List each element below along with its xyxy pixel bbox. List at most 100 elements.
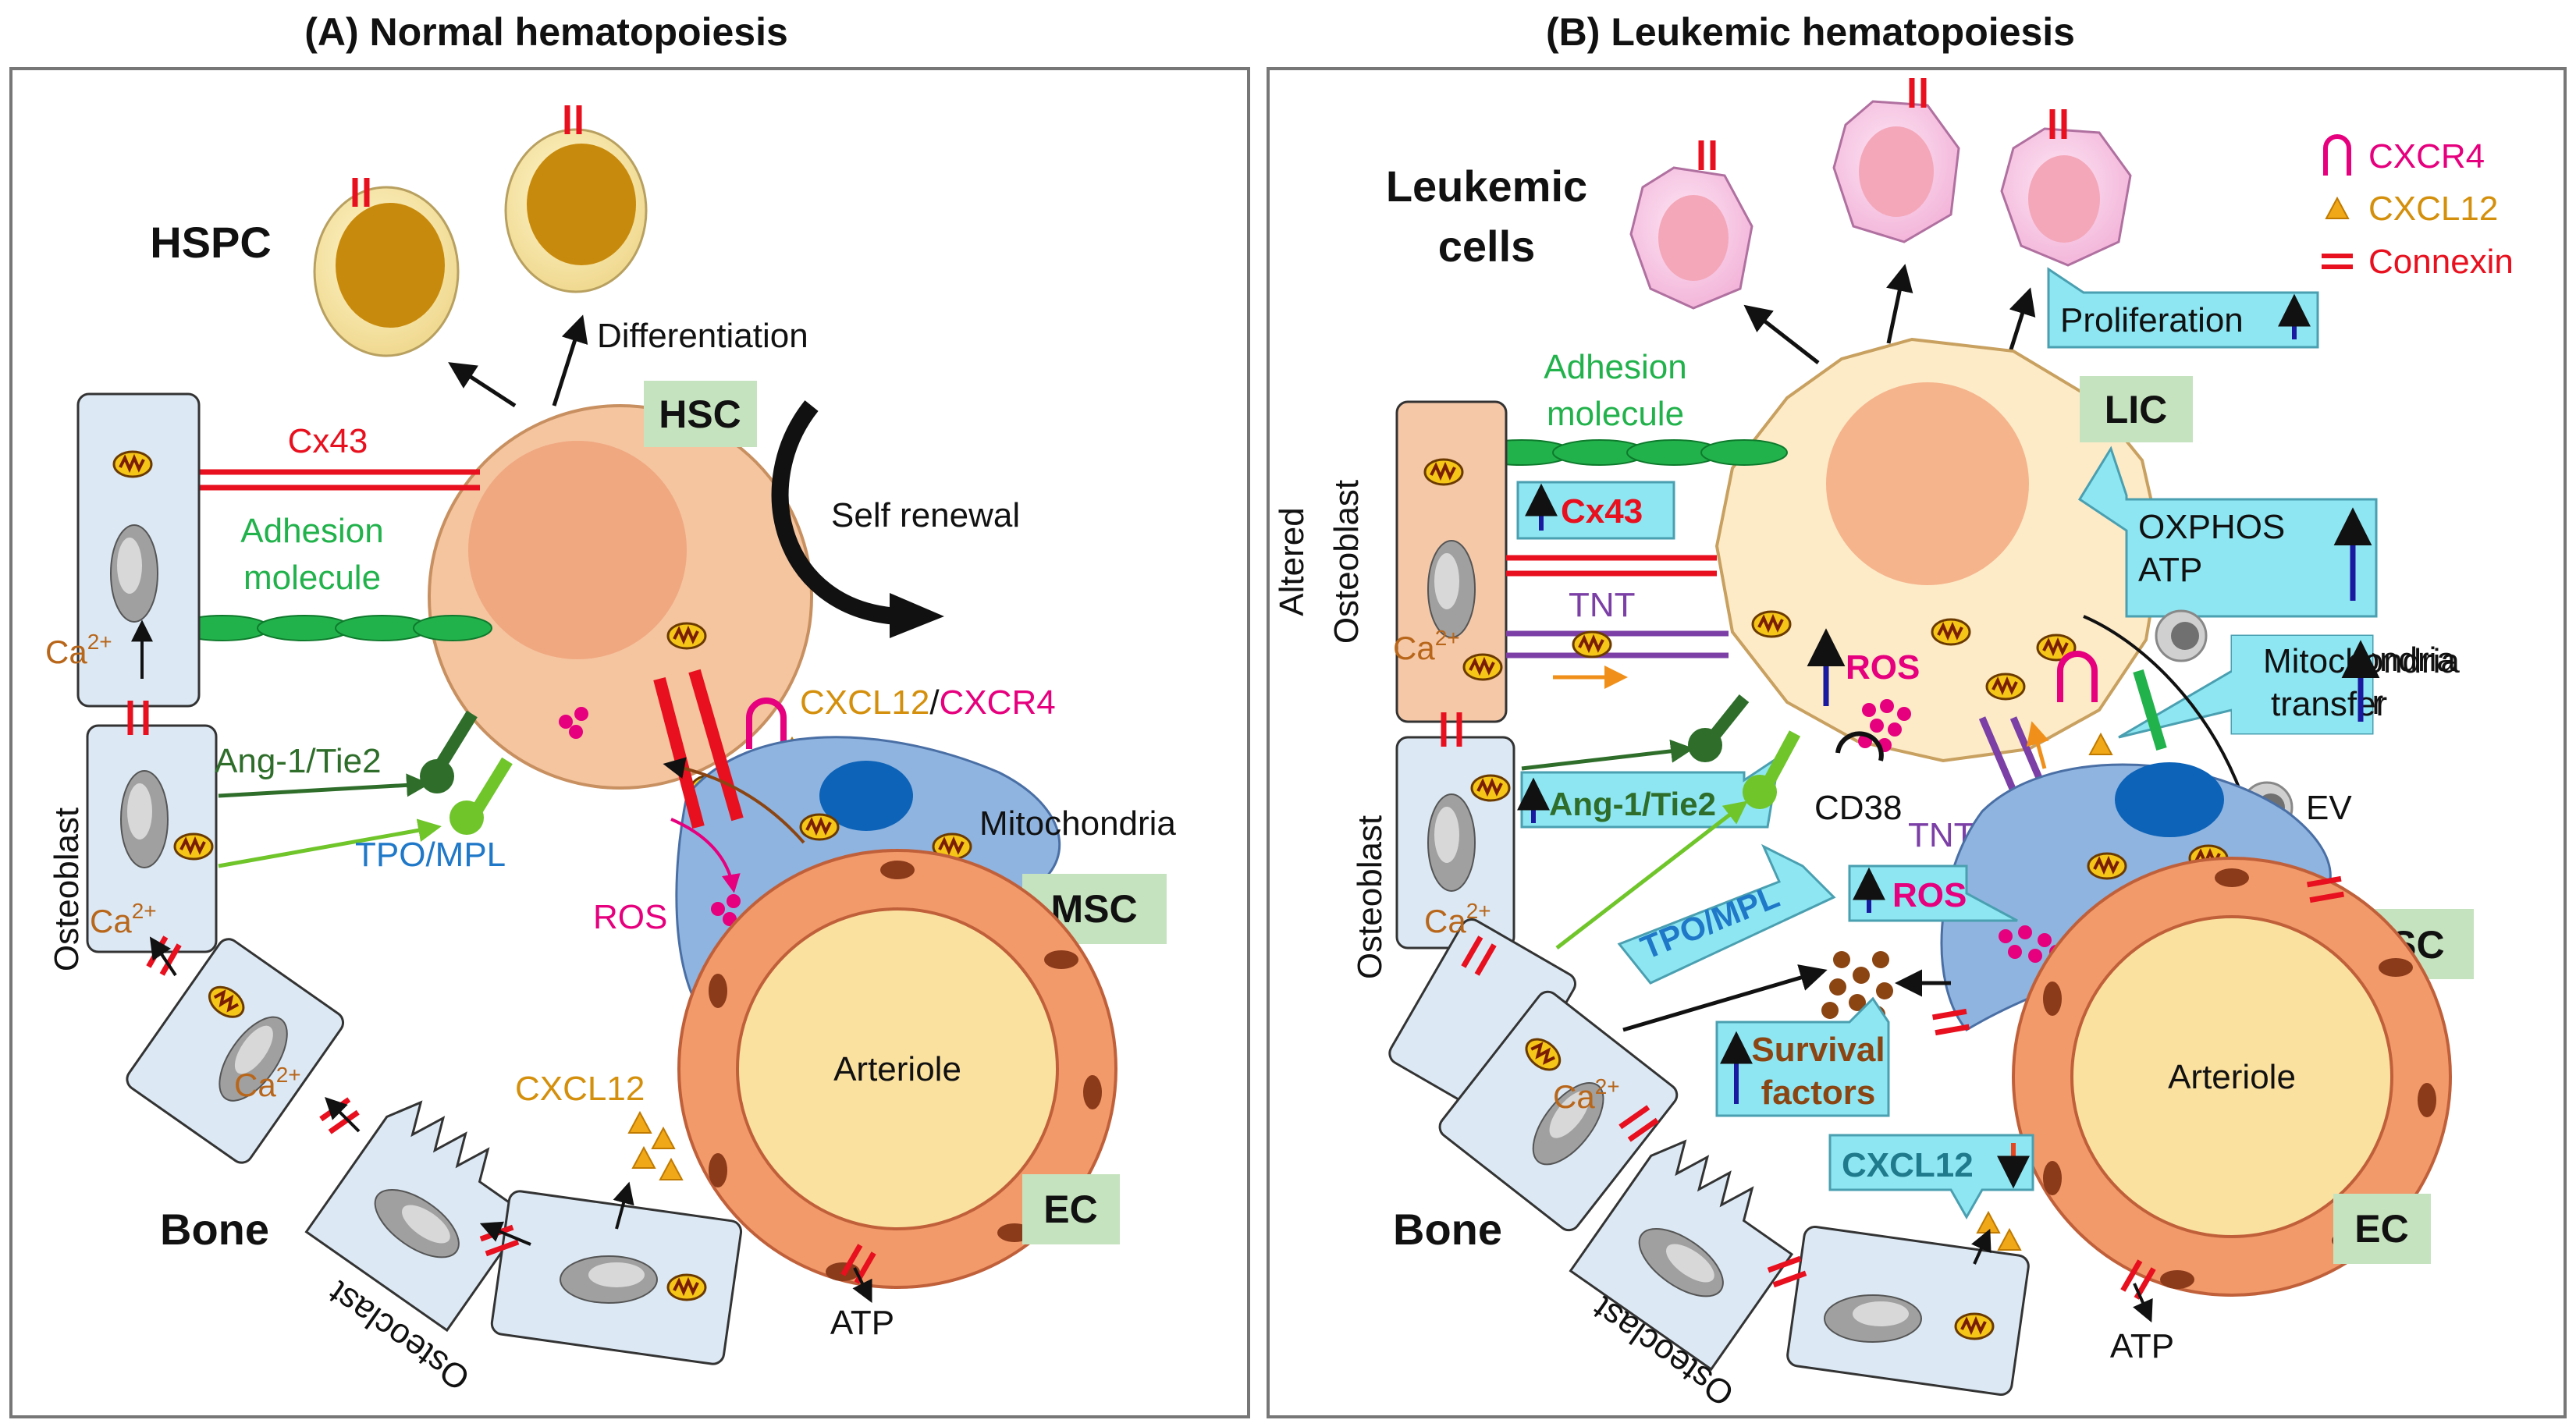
survival-arrow-1: [1622, 964, 1828, 1032]
hsc-box: [644, 381, 757, 447]
leukemic-cell-2: [1832, 78, 1960, 243]
ros2-callout: ROS: [1848, 864, 2018, 922]
mpl-receptor: [449, 757, 513, 835]
osteoblast-b-label: Osteoblast: [1351, 815, 1389, 979]
arteriole-b-label: Arteriole: [2168, 1058, 2296, 1096]
osteoblast-cell-low: [126, 938, 345, 1164]
ev-label: EV: [2306, 789, 2352, 827]
mitochondria-label: Mitochondria: [979, 804, 1176, 843]
tpo-callout: TPO/MPL: [1617, 843, 1836, 985]
cxcl12-b-label: CXCL12: [1842, 1146, 1974, 1184]
osteoblast-alt-label: Osteoblast: [1327, 480, 1366, 644]
cxcl12-tri-3: [632, 1147, 656, 1169]
ev-vesicle-1: [2155, 609, 2208, 662]
ros-cluster-lic: [1858, 699, 1911, 752]
adhesion-b-label-2: molecule: [1547, 395, 1684, 433]
mito-b-arrow: [2026, 721, 2049, 769]
tnt-label: TNT: [1569, 586, 1636, 624]
tie2-b-receptor: [1688, 694, 1750, 762]
proliferation-callout: Proliferation: [2047, 267, 2319, 349]
self-renewal-label: Self renewal: [831, 496, 1020, 534]
tie2-receptor: [420, 710, 478, 793]
ca-b-label-2: Ca2+: [1424, 899, 1491, 939]
ca-arrow-2: [149, 936, 177, 977]
tpo-label: TPO/MPL: [355, 836, 506, 874]
cd38-label: CD38: [1814, 789, 1903, 827]
ros-transfer-arrow: [670, 818, 741, 893]
altered-label: Altered: [1273, 507, 1311, 616]
ev-path-arc: [2083, 615, 2245, 800]
osteoblast-b-cell-3: [1438, 990, 1679, 1232]
adhesion-b-label-1: Adhesion: [1544, 348, 1686, 386]
ca-b-label-1: Ca2+: [1393, 626, 1460, 666]
altered-osteoblast-cell: [1395, 400, 1508, 723]
bone-lining-cell: [490, 1190, 743, 1365]
legend-cxcr4: CXCR4: [2368, 137, 2485, 176]
panel-a: (A) Normal hematopoiesis HSPC Differenti…: [9, 10, 1250, 1418]
cxcr4-receptor: [746, 698, 787, 749]
ang-b-arrow: [1521, 739, 1694, 771]
panel-a-title: (A) Normal hematopoiesis: [304, 10, 788, 54]
ca-b-label-3: Ca2+: [1553, 1074, 1620, 1115]
ang-b-label: Ang-1/Tie2: [1549, 786, 1716, 822]
legend-cxcl12: CXCL12: [2368, 190, 2498, 228]
ang-callout: Ang-1/Tie2: [1517, 754, 1782, 829]
atp-b-label: ATP: [2110, 1327, 2174, 1365]
osteoblast-label: Osteoblast: [48, 808, 86, 971]
adhesion-molecule-bar: [175, 615, 492, 641]
tnt-mito: [1572, 630, 1612, 658]
ec-b-box: [2333, 1194, 2431, 1264]
cd38-symbol: [1835, 731, 1884, 761]
cxcl12-arrow: [613, 1181, 634, 1230]
bone-label: Bone: [160, 1205, 269, 1254]
survival-label-1: Survival: [1751, 1031, 1885, 1069]
hspc-label: HSPC: [150, 218, 272, 267]
ros-b-label: ROS: [1846, 648, 1920, 687]
lic-box: [2080, 376, 2193, 442]
adhesion-label-2: molecule: [243, 559, 381, 597]
arteriole-label: Arteriole: [833, 1050, 961, 1088]
panel-b-frame: [1267, 67, 2567, 1418]
ca-label-3: Ca2+: [234, 1063, 301, 1103]
ec-box: [1022, 1174, 1120, 1244]
atp-arrow: [852, 1267, 872, 1304]
ca-label-2: Ca2+: [90, 899, 157, 939]
panel-a-frame: [9, 67, 1250, 1418]
adhesion-b-bar: [1470, 439, 1788, 466]
oxphos-label: OXPHOS: [2138, 508, 2285, 546]
self-renewal-arrowhead: [890, 593, 944, 638]
arrow-diff-1: [448, 362, 517, 408]
atp-box-label: ATP: [2138, 551, 2202, 589]
ca-arrow-4: [479, 1221, 531, 1246]
differentiation-label: Differentiation: [597, 317, 808, 355]
connexin-pair-a: [653, 669, 744, 829]
cxcr4-b-receptor: [2057, 651, 2098, 702]
survival-label-2: factors: [1761, 1074, 1876, 1112]
arrow-leuk-1: [1743, 304, 1820, 364]
ang-label: Ang-1/Tie2: [215, 742, 382, 780]
cx43-label: Cx43: [288, 422, 368, 460]
bone-b-label: Bone: [1393, 1205, 1502, 1254]
mito-transfer-text-2: transfer: [2271, 685, 2387, 723]
ca-label-1: Ca2+: [45, 630, 112, 670]
panel-b: (B) Leukemic hematopoiesis CXCR4 CXCL12 …: [1267, 10, 2567, 1418]
hspc-cell-1: [313, 178, 460, 357]
msc-label: MSC: [1050, 887, 1137, 931]
arteriole-b: [2012, 857, 2452, 1297]
ros2-label: ROS: [1892, 876, 1967, 914]
ros-label: ROS: [593, 898, 667, 936]
legend-cxcl12-symbol: [2326, 197, 2349, 219]
cxcl12-tri-1: [628, 1112, 652, 1134]
lic-label: LIC: [2105, 388, 2168, 431]
panel-b-title: (B) Leukemic hematopoiesis: [1546, 10, 2075, 54]
survival-callout: Survival factors: [1715, 996, 1890, 1117]
osteoclast-b-cell: [1569, 1139, 1794, 1372]
hsc-cell: [428, 404, 813, 802]
leukemic-cell-3: [2000, 109, 2132, 267]
hspc-cell-2: [504, 105, 648, 293]
self-renewal-arrow: [771, 400, 898, 625]
cxcl12-cxcr4-label: CXCL12/CXCR4: [800, 683, 1056, 722]
cx43-callout: Cx43: [1516, 481, 1675, 540]
ang-arrow: [218, 773, 430, 798]
